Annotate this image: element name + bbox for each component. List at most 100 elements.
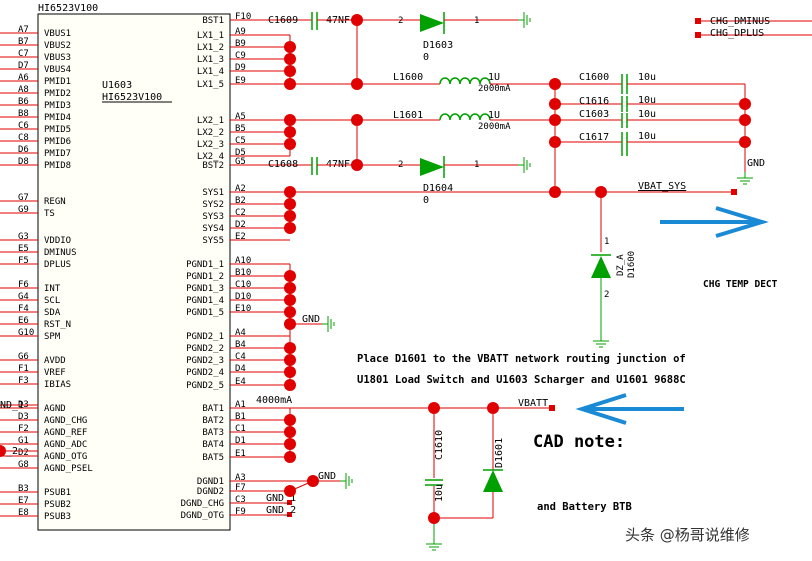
right-pin-number: C9 — [235, 51, 246, 61]
junction-dots — [0, 14, 751, 524]
junction-dot — [284, 354, 296, 366]
left-pin-name: AGND_PSEL — [44, 464, 93, 474]
left-pin-name: DPLUS — [44, 260, 71, 270]
junction-dot — [487, 402, 499, 414]
diode-d1603[interactable] — [420, 12, 445, 34]
chip-refdes: U1603 — [102, 80, 132, 91]
junction-dot — [284, 138, 296, 150]
right-pin-number: A3 — [235, 473, 246, 483]
junction-dot — [284, 282, 296, 294]
right-pin-number: D4 — [235, 364, 246, 374]
left-pin-number: A8 — [18, 85, 29, 95]
cap-bank-gnd-label: GND — [747, 158, 765, 169]
right-pin-number: E1 — [235, 449, 246, 459]
left-pin-number: G9 — [18, 205, 29, 215]
junction-dot — [284, 198, 296, 210]
right-pin-number: D2 — [235, 220, 246, 230]
chg-dplus-port[interactable] — [695, 32, 701, 38]
left-pin-name: AGND_CHG — [44, 416, 87, 426]
d1600-pin1: 1 — [604, 237, 609, 247]
junction-dot — [307, 475, 319, 487]
left-pin-number: E5 — [18, 244, 29, 254]
d1604-val: 0 — [423, 195, 429, 206]
left-pin-name: SCL — [44, 296, 60, 306]
capacitor-c1608[interactable] — [311, 157, 318, 175]
diode-d1604[interactable] — [420, 156, 445, 178]
left-pin-number: D7 — [18, 61, 29, 71]
left-pin-number: G1 — [18, 436, 29, 446]
junction-dot — [284, 210, 296, 222]
junction-dot — [549, 186, 561, 198]
left-pin-name: PMID6 — [44, 137, 71, 147]
right-pin-number: B4 — [235, 340, 246, 350]
right-pin-number: F10 — [235, 12, 251, 22]
c1603-ref: C1603 — [579, 109, 609, 120]
left-pin-name: AGND_OTG — [44, 452, 87, 462]
inductor-l1601[interactable] — [439, 113, 491, 121]
left-pin-number: F1 — [18, 364, 29, 374]
vbat-sys-port[interactable] — [731, 189, 737, 195]
left-pin-name: PMID7 — [44, 149, 71, 159]
left-pin-name: PMID3 — [44, 101, 71, 111]
junction-dot — [428, 512, 440, 524]
c1608-ref: C1608 — [268, 159, 298, 170]
right-pin-name: BST1 — [202, 16, 224, 26]
left-pin-number: F4 — [18, 304, 29, 314]
right-pin-name: LX1_2 — [197, 43, 224, 53]
d1603-pin-k: 1 — [474, 16, 479, 26]
left-pin-number: G7 — [18, 193, 29, 203]
junction-dot — [549, 98, 561, 110]
left-pin-number: C7 — [18, 49, 29, 59]
right-pin-name: BAT2 — [202, 416, 224, 426]
left-pin-number: E8 — [18, 508, 29, 518]
junction-dot — [284, 53, 296, 65]
right-pin-number: C4 — [235, 352, 246, 362]
gnd-left-2-label: D_2 — [0, 446, 18, 457]
right-pin-name: SYS3 — [202, 212, 224, 222]
d1603-pin-a: 2 — [398, 16, 403, 26]
zener-d1600[interactable] — [591, 254, 611, 278]
right-pin-number: F9 — [235, 507, 246, 517]
junction-dot — [284, 342, 296, 354]
right-pin-number: D5 — [235, 148, 246, 158]
right-pin-number: C5 — [235, 136, 246, 146]
inductor-l1600[interactable] — [439, 77, 491, 85]
d1603-ref: D1603 — [423, 40, 453, 51]
right-pin-name: PGND1_3 — [186, 284, 224, 294]
l1600-ref: L1600 — [393, 72, 423, 83]
junction-dot — [739, 136, 751, 148]
right-pin-name: PGND2_2 — [186, 344, 224, 354]
right-pin-name: BST2 — [202, 161, 224, 171]
junction-dot — [351, 78, 363, 90]
right-pin-name: BAT4 — [202, 440, 224, 450]
c1610-ref: C1610 — [434, 430, 445, 460]
junction-dot — [739, 98, 751, 110]
left-pin-name: REGN — [44, 197, 66, 207]
capacitor-c1610[interactable] — [425, 479, 443, 486]
right-pin-name: LX2_4 — [197, 152, 224, 162]
junction-dot — [0, 445, 6, 457]
left-pin-name: SDA — [44, 308, 61, 318]
junction-dot — [284, 114, 296, 126]
left-pin-name: TS — [44, 209, 55, 219]
right-pin-name: SYS1 — [202, 188, 224, 198]
capacitor-bank[interactable] — [621, 74, 628, 156]
left-pin-name: IBIAS — [44, 380, 71, 390]
left-pin-number: B8 — [18, 109, 29, 119]
d1604-pin-a: 2 — [398, 160, 403, 170]
vbatt-port[interactable] — [549, 405, 555, 411]
junction-dot — [284, 485, 296, 497]
right-pin-number: E4 — [235, 377, 246, 387]
left-pin-name: PMID4 — [44, 113, 71, 123]
note-temp: CHG TEMP DECT — [703, 279, 778, 290]
left-pin-name: PMID8 — [44, 161, 71, 171]
diode-d1601[interactable] — [483, 469, 503, 492]
capacitor-c1609[interactable] — [311, 12, 318, 30]
junction-dot — [549, 136, 561, 148]
chip-title: HI6523V100 — [38, 3, 98, 14]
junction-dot — [284, 186, 296, 198]
left-pin-number: G4 — [18, 292, 29, 302]
chg-dminus-port[interactable] — [695, 18, 701, 24]
junction-dot — [549, 78, 561, 90]
